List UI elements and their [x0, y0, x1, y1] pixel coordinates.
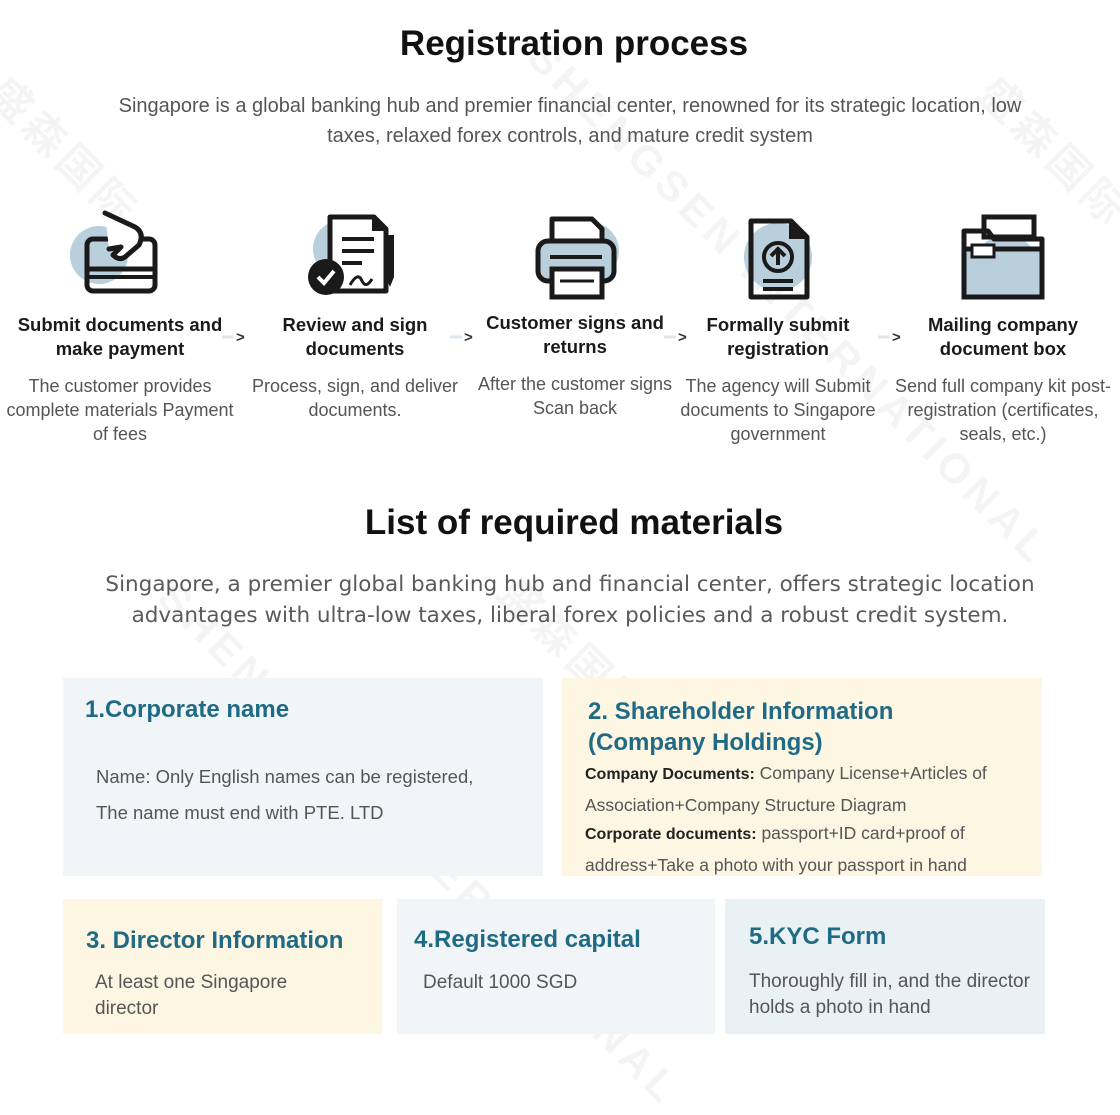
svg-text:>: >	[678, 329, 687, 346]
step-desc: The agency will Submit documents to Sing…	[680, 376, 876, 444]
card-text: Thoroughly fill in, and the director hol…	[749, 971, 1030, 1018]
card-title: 3. Director Information	[86, 927, 344, 954]
printer-icon	[520, 205, 630, 305]
document-sign-icon	[300, 205, 410, 305]
step-5: Mailing company document box Send full c…	[888, 205, 1118, 446]
step-desc: The customer provides complete materials…	[6, 376, 234, 444]
card-registered-capital: 4.Registered capital Default 1000 SGD	[397, 899, 715, 1034]
company-documents: Company Documents: Company License+Artic…	[585, 758, 1035, 820]
card-text: The name must end with PTE. LTD	[96, 802, 384, 823]
svg-text:>: >	[892, 329, 901, 346]
step-2: Review and sign documents Process, sign,…	[240, 205, 470, 422]
card-kyc-form: 5.KYC Form Thoroughly fill in, and the d…	[725, 899, 1045, 1034]
card-text: Default 1000 SGD	[423, 972, 578, 993]
step-desc: Send full company kit post-registration …	[894, 376, 1112, 444]
arrow-icon: >	[450, 326, 486, 348]
card-title: 5.KYC Form	[749, 923, 887, 950]
step-name: Formally submit registration	[706, 314, 850, 359]
process-subtitle: Singapore is a global banking hub and pr…	[118, 95, 1022, 147]
corporate-documents-text: passport+ID card+proof of address+Take a…	[585, 823, 967, 875]
card-shareholder-info: 2. Shareholder Information (Company Hold…	[562, 678, 1042, 876]
process-title: Registration process	[399, 24, 749, 63]
card-title: 4.Registered capital	[414, 926, 641, 953]
step-name: Submit documents and make payment	[17, 314, 223, 359]
step-name: Customer signs and returns	[486, 312, 664, 357]
materials-title: List of required materials	[364, 503, 784, 542]
corporate-documents-label: Corporate documents:	[585, 826, 757, 843]
step-desc: After the customer signs Scan back	[477, 374, 673, 418]
folder-icon	[948, 205, 1058, 305]
step-1: Submit documents and make payment The cu…	[5, 205, 235, 446]
card-text: At least one Singapore director	[95, 972, 288, 1019]
svg-text:>: >	[464, 329, 473, 346]
materials-subtitle: Singapore, a premier global banking hub …	[105, 572, 1035, 628]
card-corporate-name: 1.Corporate name Name: Only English name…	[63, 678, 543, 876]
card-title: 2. Shareholder Information (Company Hold…	[588, 698, 894, 756]
step-desc: Process, sign, and deliver documents.	[251, 376, 459, 420]
company-documents-text: Company License+Articles of Association+…	[585, 763, 987, 815]
card-director-info: 3. Director Information At least one Sin…	[63, 899, 382, 1034]
step-4: Formally submit registration The agency …	[663, 205, 893, 446]
svg-text:>: >	[236, 329, 245, 346]
arrow-icon: >	[664, 326, 700, 348]
upload-document-icon	[723, 205, 833, 305]
card-text: Name: Only English names can be register…	[96, 766, 474, 787]
arrow-icon: >	[222, 326, 258, 348]
card-hand-icon	[65, 205, 175, 305]
step-3: Customer signs and returns After the cus…	[460, 205, 690, 420]
corporate-documents: Corporate documents: passport+ID card+pr…	[585, 818, 1035, 880]
card-title: 1.Corporate name	[85, 696, 290, 723]
company-documents-label: Company Documents:	[585, 766, 755, 783]
arrow-icon: >	[878, 326, 914, 348]
step-name: Mailing company document box	[927, 314, 1079, 359]
step-name: Review and sign documents	[282, 314, 428, 359]
